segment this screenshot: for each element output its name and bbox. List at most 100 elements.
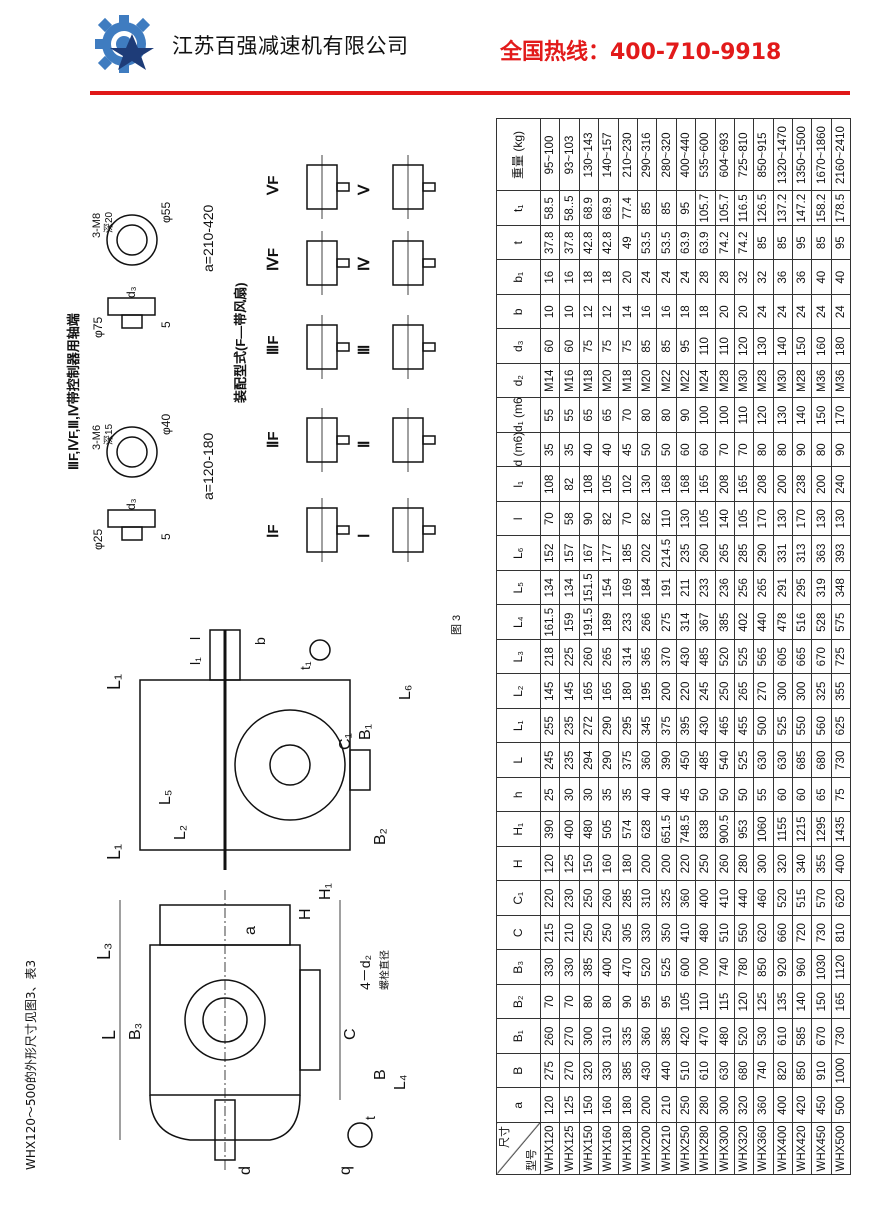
column-header: B₃ — [496, 950, 541, 985]
small-range: a=120-180 — [200, 432, 216, 500]
table-cell: 820 — [773, 1053, 793, 1088]
table-cell: 1320~1470 — [773, 119, 793, 191]
table-cell: 85 — [753, 225, 774, 260]
table-cell: 53.5 — [637, 225, 657, 260]
table-cell: 505 — [598, 812, 619, 847]
table-cell: M18 — [618, 363, 638, 398]
assembly-shaft — [422, 258, 436, 268]
label-l: l — [187, 637, 203, 640]
table-cell: 780 — [734, 950, 754, 985]
model-cell: WHX360 — [753, 1122, 774, 1175]
label-L: L — [99, 1030, 119, 1040]
table-cell: 120 — [734, 329, 754, 364]
shaft-end-diagrams: ⅢF,ⅣF,Ⅲ,Ⅳ带控制器用轴端 φ25 d₃ 5 3-M6 深15 φ40 a… — [66, 202, 216, 550]
table-cell: M22 — [676, 363, 696, 398]
table-cell: 291 — [773, 570, 793, 605]
table-cell: 35 — [540, 432, 560, 467]
table-cell: 255 — [540, 708, 560, 743]
assembly-label: ⅤF — [265, 176, 282, 196]
table-cell: 485 — [695, 743, 716, 778]
table-cell: 160 — [598, 1088, 619, 1123]
table-cell: 250 — [598, 915, 619, 950]
table-cell: 65 — [598, 398, 619, 433]
model-cell: WHX450 — [811, 1122, 832, 1175]
table-cell: 350 — [656, 915, 677, 950]
table-cell: 55 — [559, 398, 580, 433]
table-cell: 150 — [579, 1088, 599, 1123]
table-cell: 265 — [753, 570, 774, 605]
table-cell: 300 — [792, 674, 812, 709]
table-cell: M16 — [559, 363, 580, 398]
table-cell: 20 — [715, 294, 735, 329]
table-cell: 24 — [773, 294, 793, 329]
table-cell: 85 — [773, 225, 793, 260]
table-cell: 40 — [831, 260, 851, 295]
table-cell: 16 — [540, 260, 560, 295]
small-flange: φ40 — [159, 414, 173, 435]
column-header: L₂ — [496, 674, 541, 709]
column-header: L — [496, 743, 541, 778]
table-cell: 110 — [695, 984, 716, 1019]
table-cell: 265 — [734, 674, 754, 709]
table-cell: 28 — [715, 260, 735, 295]
model-cell: WHX200 — [637, 1122, 657, 1175]
table-cell: 18 — [579, 260, 599, 295]
label-L3: L₃ — [94, 943, 114, 960]
table-cell: 150 — [811, 984, 832, 1019]
table-cell: 70 — [618, 501, 638, 536]
table-cell: 130 — [753, 329, 774, 364]
table-cell: 265 — [598, 639, 619, 674]
table-cell: 365 — [637, 639, 657, 674]
table-cell: 420 — [676, 1019, 696, 1054]
figure-label: 图 3 — [450, 615, 463, 635]
table-cell: 160 — [811, 329, 832, 364]
table-cell: 145 — [540, 674, 560, 709]
small-five: 5 — [159, 533, 173, 540]
column-header: L₃ — [496, 639, 541, 674]
table-cell: 185 — [618, 536, 638, 571]
table-cell: 330 — [559, 950, 580, 985]
table-cell: 60 — [792, 777, 812, 812]
table-cell: 1350~1500 — [792, 119, 812, 191]
table-cell: 37.8 — [540, 225, 560, 260]
table-cell: M14 — [540, 363, 560, 398]
table-cell: 920 — [773, 950, 793, 985]
table-cell: 108 — [540, 467, 560, 502]
assembly-shaft — [422, 435, 436, 445]
table-cell: 385 — [715, 605, 735, 640]
small-depth: 深15 — [103, 423, 115, 445]
assembly-label: Ⅱ — [356, 441, 373, 448]
model-cell: WHX125 — [559, 1122, 580, 1175]
table-cell: 75 — [598, 329, 619, 364]
large-d3: d₃ — [124, 286, 138, 298]
table-cell: 385 — [618, 1053, 638, 1088]
table-cell: 310 — [637, 881, 657, 916]
table-cell: 430 — [695, 708, 716, 743]
column-header: h — [496, 777, 541, 812]
table-cell: 35 — [618, 777, 638, 812]
table-cell: 480 — [695, 915, 716, 950]
table-cell: 120 — [540, 846, 560, 881]
table-cell: 1030 — [811, 950, 832, 985]
table-cell: 256 — [734, 570, 754, 605]
table-cell: 90 — [579, 501, 599, 536]
assembly-label: ⅣF — [265, 248, 282, 271]
assembly-shaft — [422, 182, 436, 192]
table-cell: 225 — [559, 639, 580, 674]
table-cell: 85 — [656, 191, 677, 226]
table-cell: 93~103 — [559, 119, 580, 191]
table-cell: 95 — [637, 984, 657, 1019]
table-cell: 485 — [695, 639, 716, 674]
table-cell: M18 — [579, 363, 599, 398]
table-cell: 1000 — [831, 1053, 851, 1088]
table-cell: 500 — [831, 1088, 851, 1123]
model-cell: WHX280 — [695, 1122, 716, 1175]
table-cell: 725 — [831, 639, 851, 674]
table-cell: M20 — [598, 363, 619, 398]
table-cell: 1060 — [753, 812, 774, 847]
column-header: L₄ — [496, 605, 541, 640]
table-cell: 385 — [656, 1019, 677, 1054]
table-cell: 470 — [618, 950, 638, 985]
